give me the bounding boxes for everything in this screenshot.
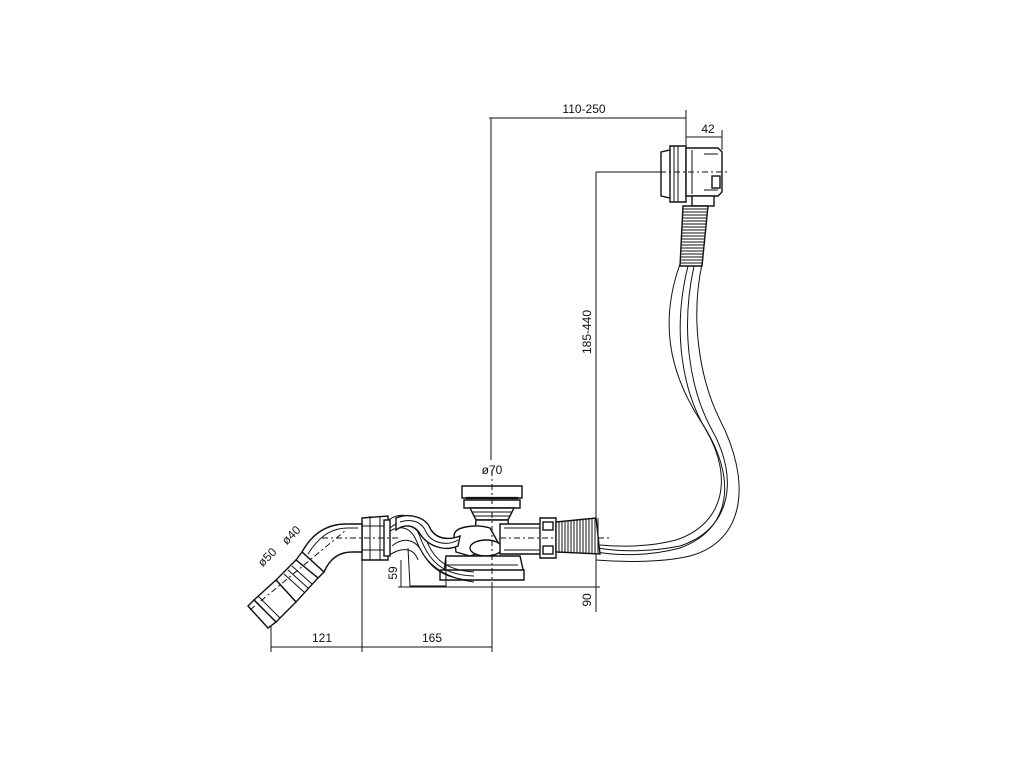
dim-trap-length: 165: [422, 631, 442, 645]
outlet-elbow: [247, 515, 400, 629]
overflow-pipe: [595, 263, 740, 562]
trap-pipe: [385, 514, 475, 587]
overflow-head: [660, 145, 730, 207]
dim-overflow-height: 185-440: [580, 310, 594, 354]
dim-overflow-reach: 110-250: [562, 102, 605, 116]
dim-outlet-diameter: ø70: [482, 463, 503, 477]
dim-elbow-reach: 121: [312, 631, 332, 645]
overflow-hose-corrugated: [679, 205, 709, 267]
dim-overflow-depth: 42: [701, 122, 715, 136]
dim-pipe-outer-diameter: ø50: [255, 545, 280, 570]
overflow-hose-bottom: [555, 517, 601, 555]
dim-pipe-inner-diameter: ø40: [279, 523, 304, 548]
outlet-assembly: [439, 470, 610, 590]
dim-trap-height: 59: [386, 566, 400, 580]
dim-total-height: 90: [580, 593, 594, 607]
